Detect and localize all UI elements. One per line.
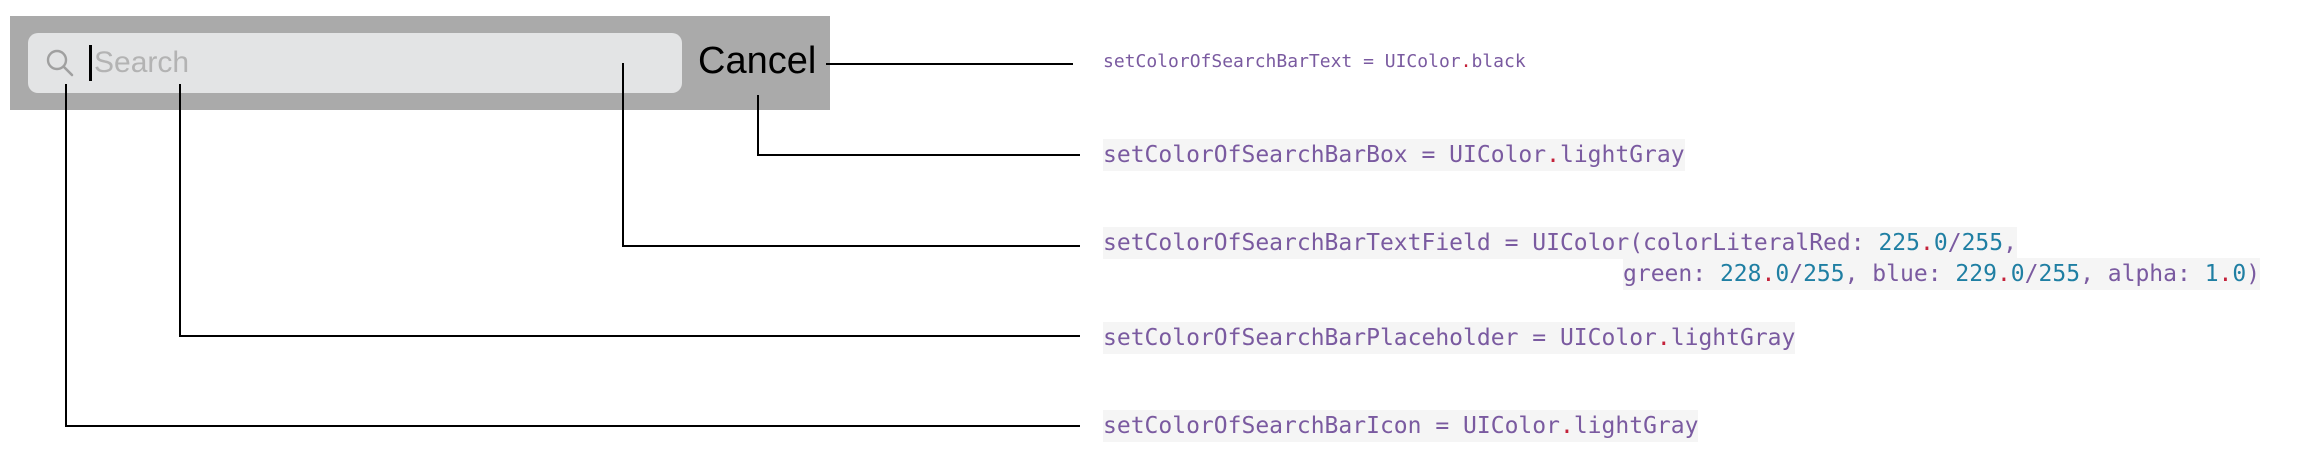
callout-line-text-field <box>622 63 1080 247</box>
cancel-button[interactable]: Cancel <box>698 40 817 82</box>
annotation-search-bar-box: setColorOfSearchBarBox = UIColor.lightGr… <box>1103 139 1685 171</box>
annotation-search-bar-placeholder: setColorOfSearchBarPlaceholder = UIColor… <box>1103 322 1796 354</box>
search-placeholder: Search <box>94 46 190 79</box>
callout-line-icon <box>65 84 1080 427</box>
text-cursor <box>89 45 92 81</box>
annotation-search-bar-icon: setColorOfSearchBarIcon = UIColor.lightG… <box>1103 410 1699 442</box>
search-text-field[interactable]: Search <box>28 33 682 93</box>
callout-line-box <box>757 95 1080 156</box>
magnifying-glass-icon <box>46 49 74 77</box>
annotation-search-bar-text: setColorOfSearchBarText = UIColor.black <box>1103 51 1526 72</box>
search-bar-box: Search Cancel <box>10 16 830 110</box>
annotation-search-bar-text-field-line1: setColorOfSearchBarTextField = UIColor(c… <box>1103 227 2017 259</box>
callout-line-placeholder <box>179 84 1080 337</box>
annotation-search-bar-text-field-line2: green: 228.0/255, blue: 229.0/255, alpha… <box>1623 258 2261 290</box>
